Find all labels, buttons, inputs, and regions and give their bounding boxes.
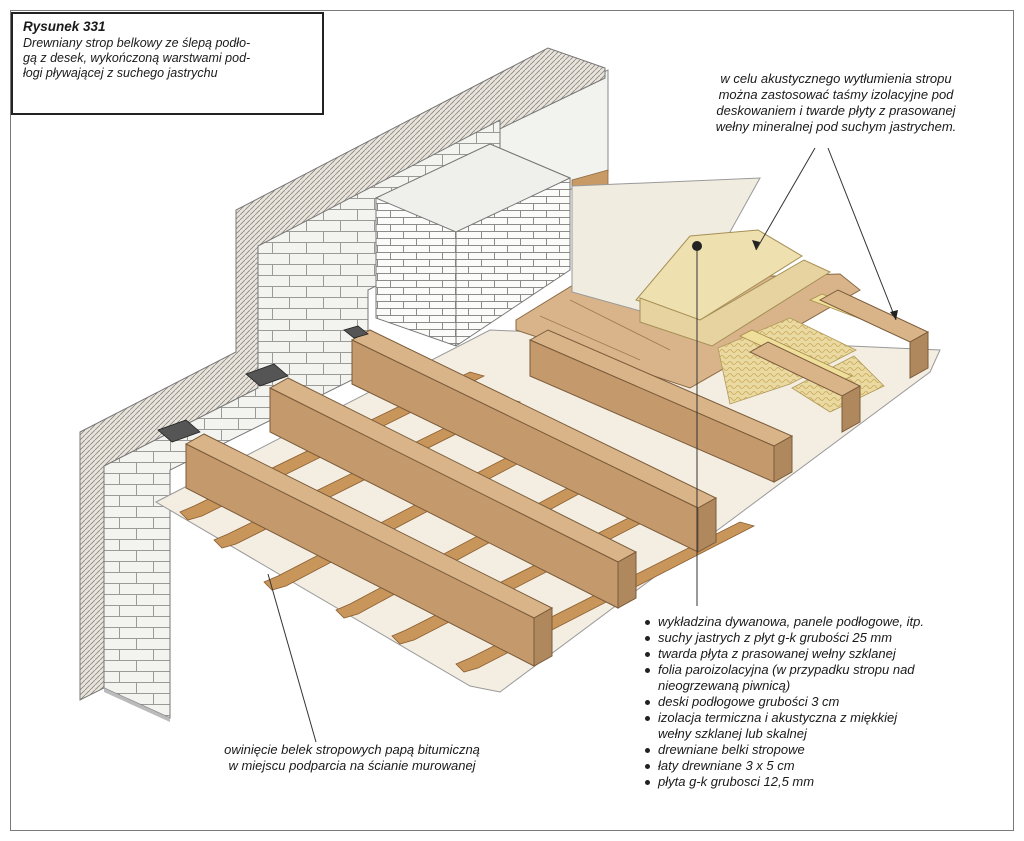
figure-frame xyxy=(10,10,1014,831)
acoustic-note-line: deskowaniem i twarde płyty z prasowanej xyxy=(716,103,956,118)
figure-caption-box: Rysunek 331 Drewniany strop belkowy ze ś… xyxy=(11,12,324,115)
figure-caption-line: gą z desek, wykończoną warstwami pod- xyxy=(23,51,251,65)
acoustic-note: w celu akustycznego wytłumienia stropu m… xyxy=(666,71,1006,135)
layer-item: suchy jastrych z płyt g-k grubości 25 mm xyxy=(644,630,1014,646)
layer-item-continuation: wełny szklanej lub skalnej xyxy=(658,726,807,741)
layer-item: twarda płyta z prasowanej wełny szklanej xyxy=(644,646,1014,662)
figure-title: Rysunek 331 xyxy=(23,19,106,34)
layer-item: wykładzina dywanowa, panele podłogowe, i… xyxy=(644,614,1014,630)
layer-item: drewniane belki stropowe xyxy=(644,742,1014,758)
support-note-line: owinięcie belek stropowych papą bitumicz… xyxy=(224,742,480,757)
layer-item: folia paroizolacyjna (w przypadku stropu… xyxy=(644,662,1014,678)
arrow-head xyxy=(752,240,760,250)
layer-list: wykładzina dywanowa, panele podłogowe, i… xyxy=(644,614,1014,790)
support-note-line: w miejscu podparcia na ścianie murowanej xyxy=(228,758,476,773)
layer-item: łaty drewniane 3 x 5 cm xyxy=(644,758,1014,774)
arrow-head xyxy=(890,310,898,320)
acoustic-note-line: w celu akustycznego wytłumienia stropu xyxy=(720,71,952,86)
layer-item-continuation: nieogrzewaną piwnicą) xyxy=(658,678,791,693)
layer-item: izolacja termiczna i akustyczna z miękki… xyxy=(644,710,1014,726)
figure-caption-line: Drewniany strop belkowy ze ślepą podło- xyxy=(23,36,251,50)
bitumen-wrap xyxy=(157,325,369,443)
floor-beams xyxy=(184,289,930,667)
brick-chimney xyxy=(374,143,572,347)
layer-item: płyta g-k grubosci 12,5 mm xyxy=(644,774,1014,790)
leader-lines xyxy=(267,147,897,743)
figure-caption-line: łogi pływającej z suchego jastrychu xyxy=(23,66,218,80)
acoustic-note-line: wełny mineralnej pod suchym jastrychem. xyxy=(715,119,957,134)
support-note: owinięcie belek stropowych papą bitumicz… xyxy=(162,742,542,774)
acoustic-note-line: można zastosować taśmy izolacyjne pod xyxy=(718,87,954,102)
leader-dot xyxy=(692,241,702,251)
layer-item: deski podłogowe grubości 3 cm xyxy=(644,694,1014,710)
dry-screed xyxy=(571,177,832,347)
